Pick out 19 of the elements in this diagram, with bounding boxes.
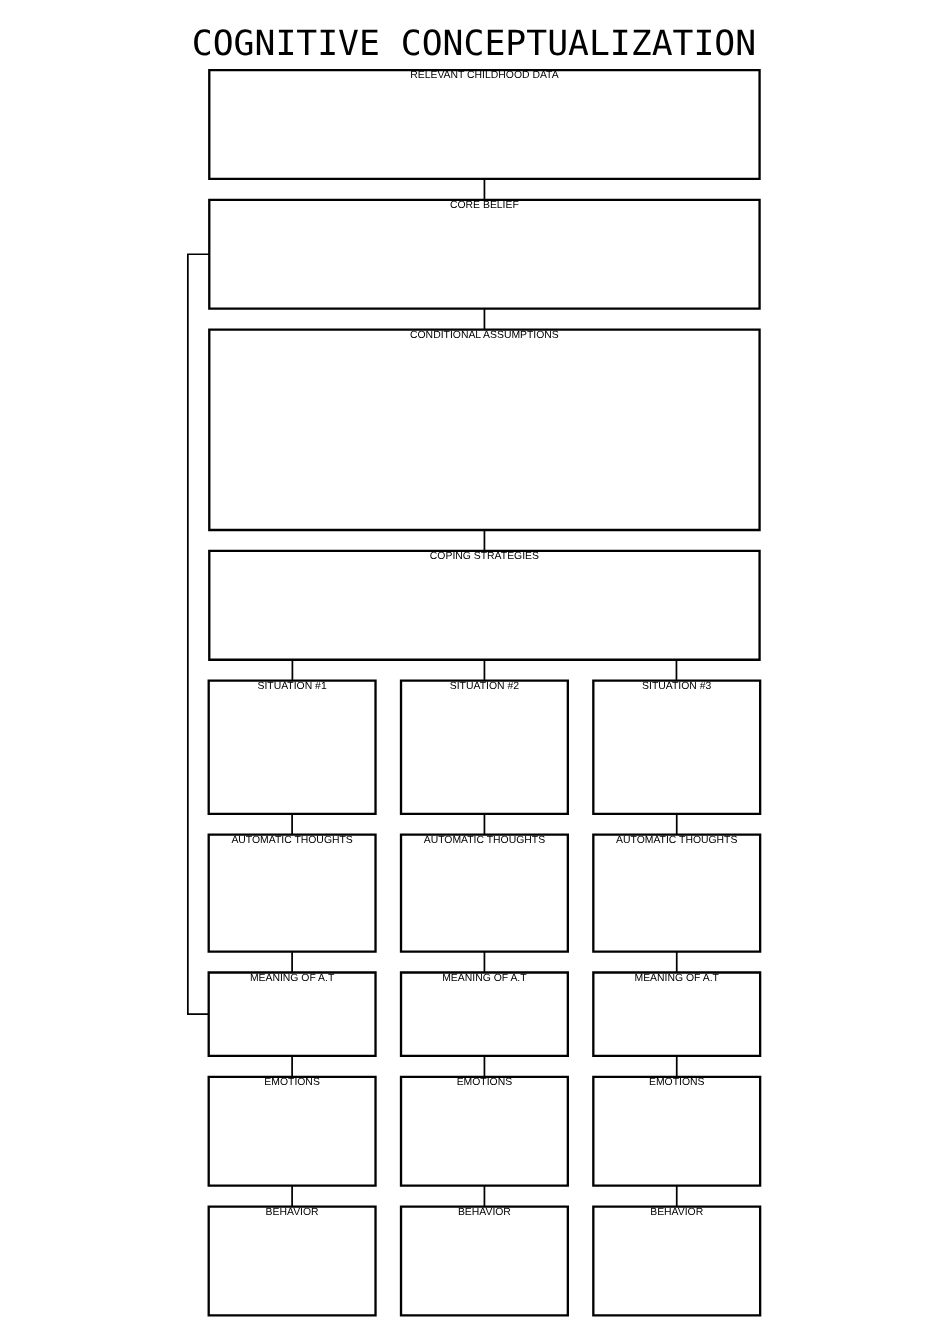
connector — [675, 658, 678, 682]
connector — [291, 813, 293, 836]
connector — [675, 1055, 678, 1078]
connector — [675, 1185, 678, 1208]
connector — [483, 529, 486, 552]
connector — [675, 813, 678, 836]
connector — [291, 1055, 293, 1078]
diagram-title: COGNITIVE CONCEPTUALIZATION — [191, 24, 757, 65]
connector — [483, 307, 486, 331]
connector — [291, 1185, 293, 1208]
connector — [675, 951, 678, 974]
connector — [483, 951, 486, 974]
connector — [483, 813, 486, 836]
connector — [483, 1055, 486, 1078]
connector — [483, 1185, 486, 1208]
connector — [483, 178, 486, 201]
connector — [483, 658, 486, 682]
connector — [291, 658, 294, 682]
connector — [291, 951, 293, 974]
